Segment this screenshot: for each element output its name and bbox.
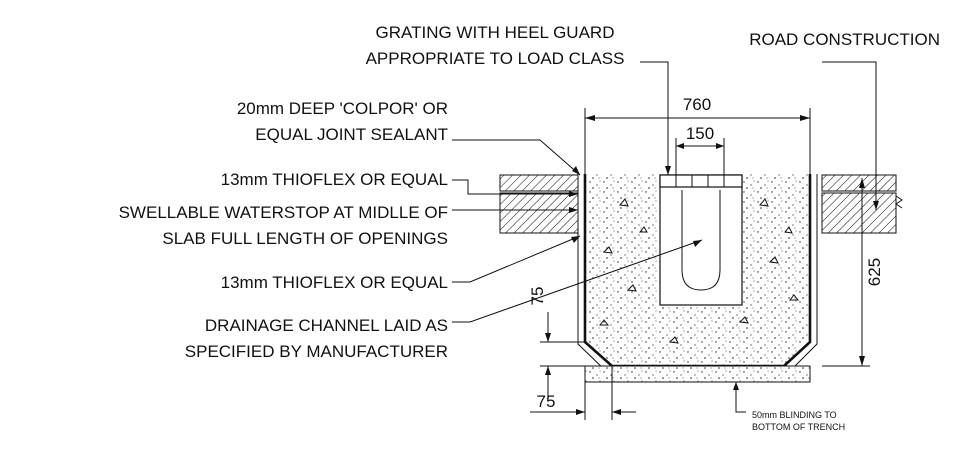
grating-label-line2: APPROPRIATE TO LOAD CLASS [366,49,625,68]
width-dimension: 760 [683,95,711,114]
dimension-75-horizontal: 75 [530,366,636,420]
waterstop-label-line2: SLAB FULL LENGTH OF OPENINGS [162,229,448,248]
road-layers-left [499,174,579,234]
road-layers-right [821,174,903,234]
grating-width-dimension: 150 [686,124,714,143]
haunch-vertical-dimension: 75 [528,287,547,306]
sealant-label-line2: EQUAL JOINT SEALANT [255,125,448,144]
channel-label-line2: SPECIFIED BY MANUFACTURER [185,342,448,361]
grating-label-line1: GRATING WITH HEEL GUARD [376,23,615,42]
dimension-760: 760 [584,95,811,174]
blinding-label-line2: BOTTOM OF TRENCH [752,422,845,432]
dimension-625: 625 [822,178,884,367]
leader-lines [452,61,879,413]
depth-dimension: 625 [865,258,884,286]
dimension-75-vertical: 75 [528,287,585,400]
haunch-horizontal-dimension: 75 [537,392,556,411]
dimension-150: 150 [675,124,725,175]
annotation-labels: GRATING WITH HEEL GUARD APPROPRIATE TO L… [119,23,940,432]
road-construction-label: ROAD CONSTRUCTION [749,30,940,49]
blinding-layer [584,365,811,383]
blinding-label-line1: 50mm BLINDING TO [752,410,837,420]
channel-label-line1: DRAINAGE CHANNEL LAID AS [205,316,448,335]
sealant-label-line1: 20mm DEEP 'COLPOR' OR [237,99,448,118]
thioflex-mid-label: 13mm THIOFLEX OR EQUAL [221,273,448,292]
waterstop-label-line1: SWELLABLE WATERSTOP AT MIDLLE OF [119,203,448,222]
thioflex-top-label: 13mm THIOFLEX OR EQUAL [221,170,448,189]
